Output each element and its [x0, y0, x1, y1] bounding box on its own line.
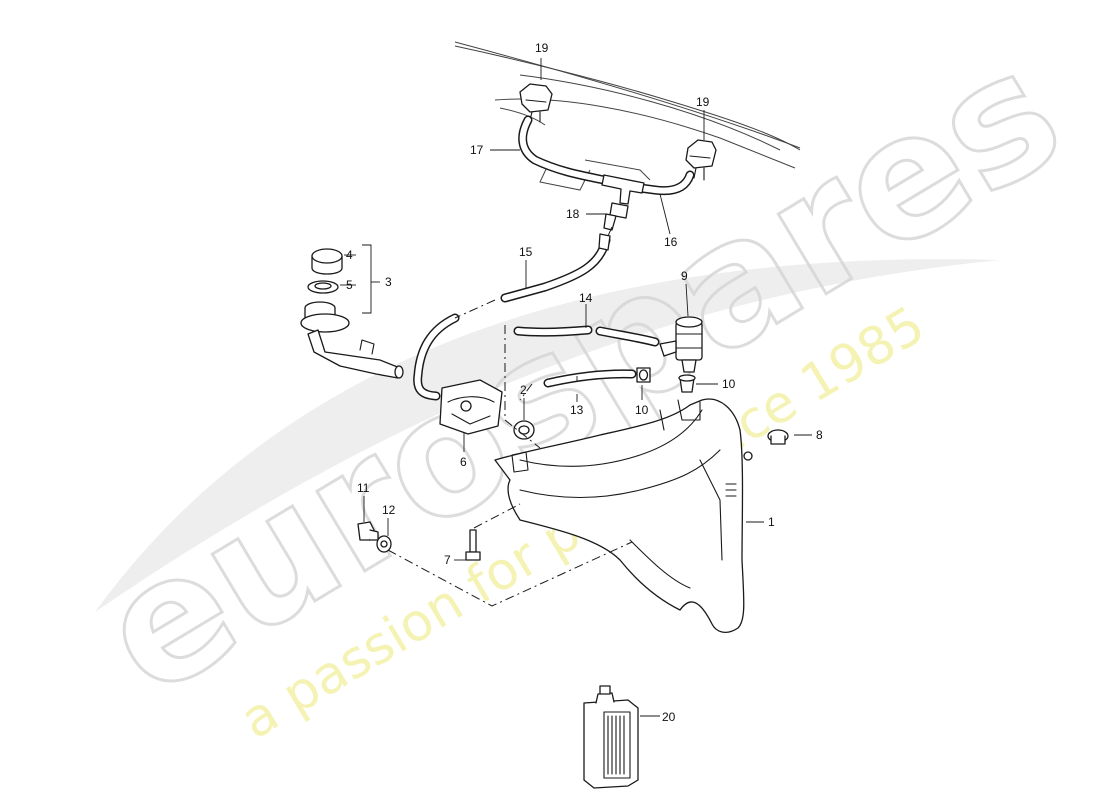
filler-neck: [300, 301, 404, 379]
hose-t-piece: [601, 174, 645, 205]
callout-17: 17: [470, 143, 484, 157]
hose-grommet: [636, 367, 651, 383]
washer-pump: [659, 316, 703, 373]
callout-2: 2: [520, 383, 527, 397]
callout-5: 5: [346, 278, 353, 292]
callout-11: 11: [357, 481, 370, 495]
callout-13: 13: [570, 403, 584, 417]
callout-6: 6: [460, 455, 467, 469]
callout-8: 8: [816, 428, 823, 442]
callout-19-left: 19: [535, 41, 549, 55]
feed-hose: [500, 233, 611, 303]
callout-labels: 19 19 17 18 16 15 14 9 2 13 10 10 8 1 6 …: [346, 41, 823, 724]
washer-nozzle-right: [685, 139, 717, 181]
washer-reservoir: [494, 398, 753, 634]
filler-seal: [307, 280, 339, 294]
reservoir-plug: [767, 429, 789, 445]
pump-grommet: [678, 374, 696, 393]
callout-18: 18: [566, 207, 580, 221]
reservoir-grommet: [513, 420, 535, 440]
feed-hose-lower: [413, 313, 460, 401]
washer-nozzle-left: [519, 83, 553, 123]
level-sensor: [357, 521, 379, 541]
callout-4: 4: [346, 248, 353, 262]
sensor-grommet: [376, 535, 392, 553]
nozzle-hose-right: [635, 170, 695, 196]
callout-7: 7: [444, 553, 451, 567]
callout-1: 1: [768, 515, 775, 529]
nozzle-hose-left: [518, 115, 609, 185]
callout-10-pump: 10: [722, 377, 736, 391]
callout-9: 9: [681, 269, 688, 283]
leader-lines: [340, 58, 812, 717]
check-valve: [603, 202, 629, 231]
pump-hose-upper: [513, 325, 660, 347]
assembly-lines: [387, 226, 633, 607]
washer-fluid-bottle: [583, 685, 639, 789]
callout-15: 15: [519, 245, 533, 259]
callout-16: 16: [664, 235, 678, 249]
callout-10-hose: 10: [635, 403, 649, 417]
filler-cap: [311, 248, 343, 275]
reservoir-bracket: [439, 379, 503, 435]
callout-19-right: 19: [696, 95, 710, 109]
mounting-bolt: [465, 529, 481, 561]
callout-12: 12: [382, 503, 396, 517]
pump-hose-lower: [543, 369, 637, 388]
callout-14: 14: [579, 291, 593, 305]
callout-3: 3: [385, 275, 392, 289]
callout-20: 20: [662, 710, 676, 724]
